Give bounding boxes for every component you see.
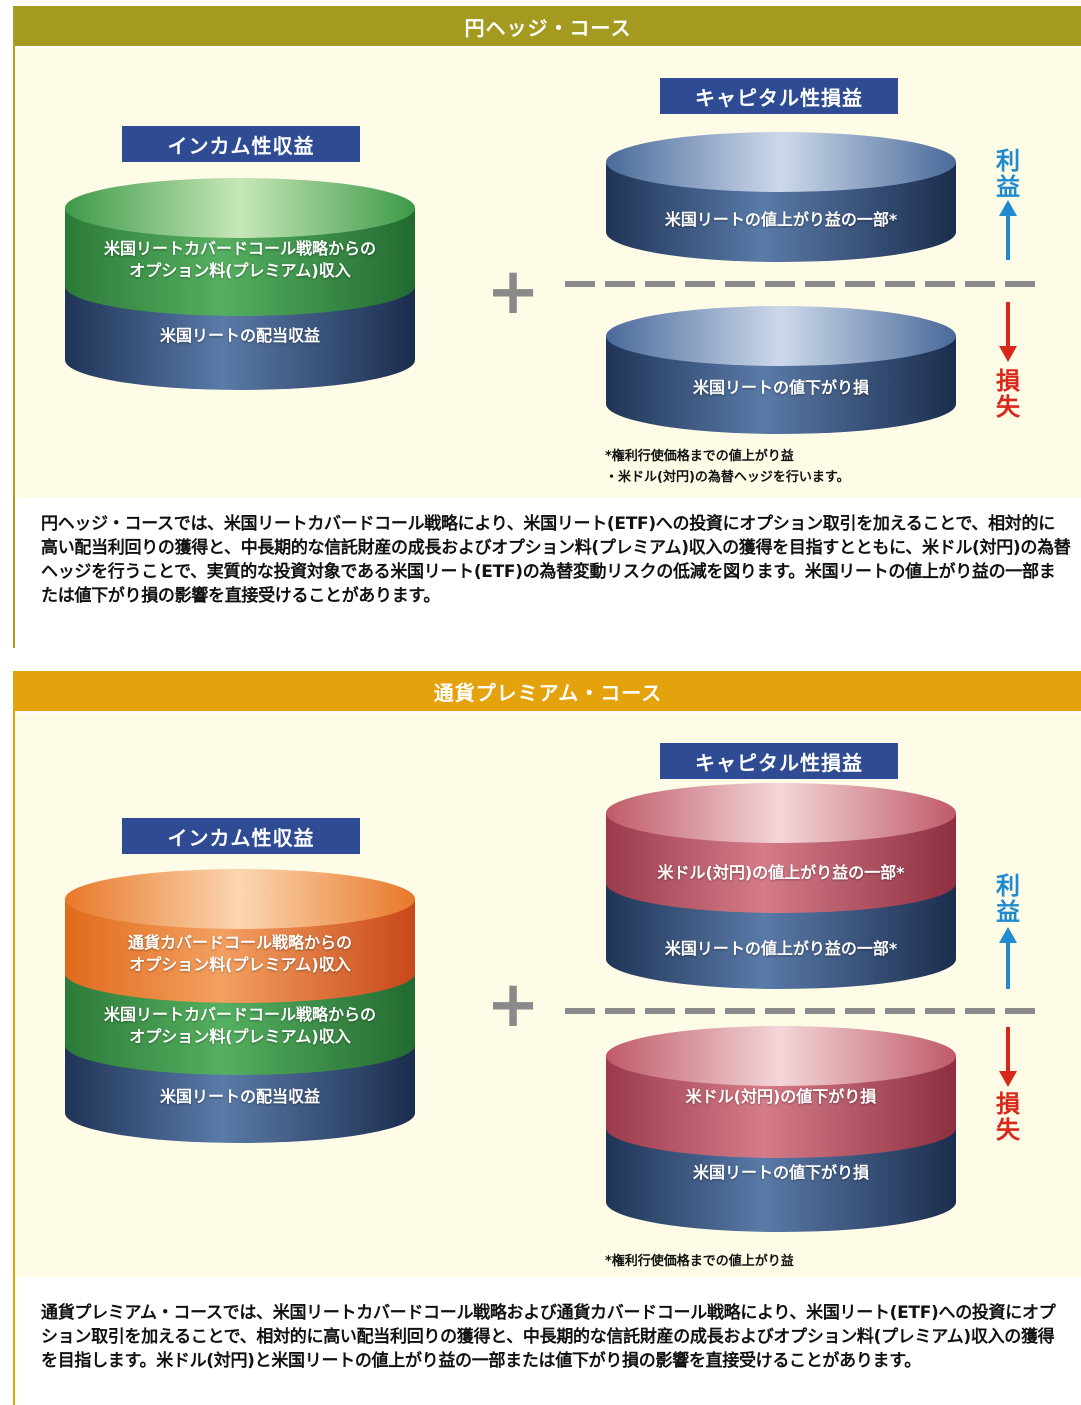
loss-label: 損失: [996, 1090, 1020, 1144]
loss-cylinder: [606, 1026, 956, 1232]
loss-layer-navy: [606, 1128, 956, 1232]
up-arrow-icon: [999, 927, 1017, 989]
section-currency-premium: 通貨プレミアム・コース インカム性収益 キャピタル性損益 通貨カバードコール戦略…: [13, 671, 1081, 1405]
plus-sign: +: [486, 255, 540, 329]
gain-layer-1-text: 米ドル(対円)の値上がり益の一部*: [657, 863, 905, 882]
income-cylinder: [65, 869, 415, 1143]
income-layer-2-text: 米国リートカバードコール戦略からの オプション料(プレミアム)収入: [103, 1005, 376, 1046]
loss-layer-2-text: 米国リートの値下がり損: [692, 1163, 869, 1182]
section-header: 通貨プレミアム・コース: [15, 671, 1081, 711]
income-label: インカム性収益: [122, 818, 360, 854]
gain-cylinder: [606, 132, 956, 262]
section-yen-hedge: 円ヘッジ・コース インカム性収益 キャピタル性損益 米国リートカバードコール戦略…: [13, 6, 1081, 648]
profit-label: 利益: [996, 147, 1020, 201]
income-top: [65, 178, 415, 238]
income-layer-1-text: 通貨カバードコール戦略からの オプション料(プレミアム)収入: [127, 933, 352, 974]
capital-label: キャピタル性損益: [660, 743, 898, 779]
divider-dashed-line: [565, 1008, 1045, 1014]
section-caption: 通貨プレミアム・コースでは、米国リートカバードコール戦略および通貨カバードコール…: [41, 1303, 1056, 1371]
down-arrow-icon: [999, 1027, 1017, 1087]
footnote-1: *権利行使価格までの値上がり益: [605, 1254, 794, 1269]
loss-label: 損失: [996, 367, 1020, 421]
income-label: インカム性収益: [122, 126, 360, 162]
section-caption: 円ヘッジ・コースでは、米国リートカバードコール戦略により、米国リート(ETF)へ…: [41, 514, 1071, 606]
profit-label: 利益: [996, 872, 1020, 926]
income-layer-3-text: 米国リートの配当収益: [159, 1087, 320, 1106]
income-layer-orange: [65, 899, 415, 1003]
section-header: 円ヘッジ・コース: [15, 6, 1081, 46]
down-arrow-icon: [999, 302, 1017, 362]
income-layer-1-text: 米国リートカバードコール戦略からの オプション料(プレミアム)収入: [103, 239, 376, 280]
loss-layer-1-text: 米ドル(対円)の値下がり損: [685, 1087, 877, 1106]
plus-sign: +: [486, 968, 540, 1042]
footnote-1: *権利行使価格までの値上がり益: [605, 449, 794, 464]
footnote-2: ・米ドル(対円)の為替ヘッジを行います。: [605, 470, 850, 485]
loss-top: [606, 1026, 956, 1086]
loss-top: [606, 306, 956, 366]
gain-layer-1-text: 米国リートの値上がり益の一部*: [664, 210, 898, 229]
gain-layer-2-text: 米国リートの値上がり益の一部*: [664, 939, 898, 958]
loss-layer-1-text: 米国リートの値下がり損: [692, 378, 869, 397]
income-cylinder: [65, 178, 415, 390]
capital-label: キャピタル性損益: [660, 78, 898, 114]
gain-top: [606, 783, 956, 843]
income-top: [65, 869, 415, 929]
income-layer-navy: [65, 286, 415, 390]
income-layer-2-text: 米国リートの配当収益: [159, 326, 320, 345]
up-arrow-icon: [999, 200, 1017, 260]
gain-top: [606, 132, 956, 192]
divider-dashed-line: [565, 281, 1045, 287]
gain-layer-navy: [606, 883, 956, 989]
income-layer-green: [65, 208, 415, 316]
gain-cylinder: [606, 783, 956, 989]
loss-cylinder: [606, 306, 956, 434]
